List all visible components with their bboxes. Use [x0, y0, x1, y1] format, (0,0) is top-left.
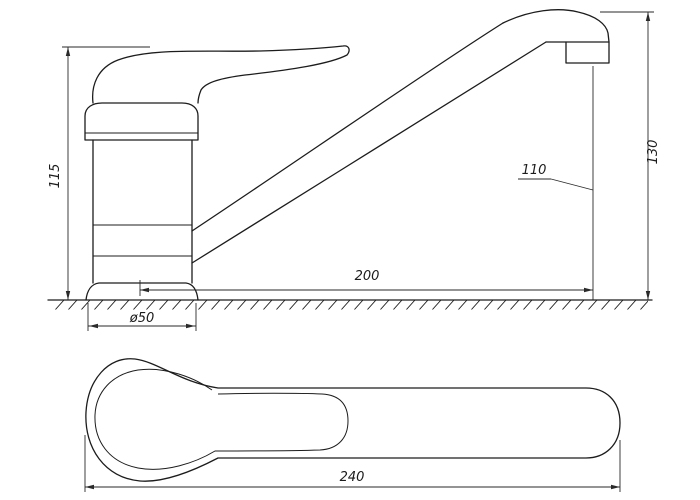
plan-handle-contour	[94, 368, 349, 470]
faucet-handle	[91, 45, 350, 104]
arrow-up-icon	[645, 12, 651, 21]
arrow-down-icon	[645, 291, 651, 300]
faucet-spout	[191, 9, 610, 264]
dim-body-height-label: 115	[48, 164, 63, 189]
arrow-right-icon	[584, 287, 593, 293]
arrow-left-icon	[85, 484, 94, 490]
arrow-right-icon	[611, 484, 620, 490]
dim-spout-reach: 200	[139, 66, 594, 300]
faucet-cap	[84, 102, 199, 141]
leader-line	[550, 178, 594, 191]
dim-outlet-height: 110	[518, 163, 594, 191]
dim-body-height: 115	[48, 46, 150, 300]
arrow-right-icon	[186, 323, 195, 329]
dim-overall-length: 240	[84, 435, 621, 492]
arrow-left-icon	[140, 287, 149, 293]
faucet-body	[92, 139, 193, 284]
dim-base-diameter: ø50	[87, 303, 197, 331]
plan-view: 240	[84, 358, 621, 492]
plan-outer-outline	[85, 358, 621, 482]
dim-outlet-height-label: 110	[522, 163, 547, 178]
spout-upper-edge	[191, 22, 504, 232]
arrow-up-icon	[65, 47, 71, 56]
spout-aerator	[565, 41, 610, 64]
dim-total-height: 130	[600, 11, 661, 300]
spout-lower-edge	[191, 41, 547, 264]
arrow-down-icon	[65, 291, 71, 300]
side-view: 115 ø50 200 110	[47, 9, 661, 331]
cap-outline	[84, 102, 199, 141]
dim-spout-reach-label: 200	[355, 269, 380, 284]
dim-overall-length-label: 240	[340, 470, 365, 485]
faucet-base	[85, 282, 199, 301]
spout-head-top	[502, 9, 610, 43]
ground-hatch	[52, 300, 648, 310]
arrow-left-icon	[89, 323, 98, 329]
dim-base-diameter-label: ø50	[129, 311, 155, 326]
dim-total-height-label: 130	[646, 140, 661, 165]
